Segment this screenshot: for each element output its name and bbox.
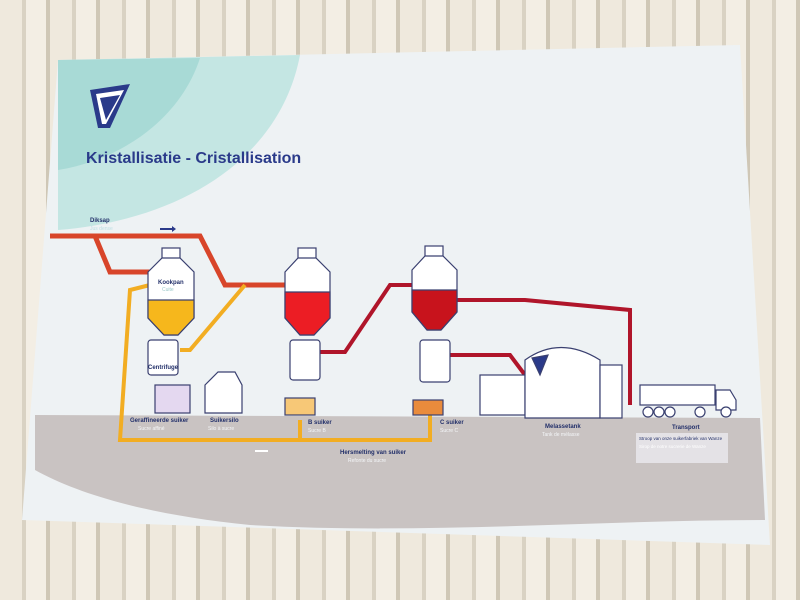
label-diksap-fr: Jus dense — [90, 226, 113, 232]
label-hersmelting: Hersmelting van suiker — [340, 450, 407, 456]
melt-pipes — [117, 283, 432, 442]
label-c-suiker-fr: Sucre C — [440, 428, 459, 434]
melassetank — [479, 346, 623, 419]
label-c-suiker: C suiker — [440, 420, 464, 426]
label-transport: Transport — [672, 425, 700, 431]
kookpan-vessel — [147, 247, 195, 376]
label-hersmelting-fr: Refonte du sucre — [348, 458, 387, 464]
page-title: Kristallisatie - Cristallisation — [86, 150, 302, 167]
logo-icon — [90, 84, 130, 128]
label-geraffineerde: Geraffineerde suiker — [130, 418, 189, 424]
label-diksap: Diksap — [90, 218, 110, 224]
label-suikersilo-fr: Silo à sucre — [208, 426, 235, 432]
label-centrifuge: Centrifuge — [148, 365, 178, 371]
label-melassetank: Melassetank — [545, 424, 581, 430]
transport-info-nl: Stroop van onze suikerfabriek van Wanze — [639, 436, 723, 441]
ground — [35, 415, 765, 529]
label-b-suiker-fr: Sucre B — [308, 428, 326, 434]
syrup-pipes — [50, 233, 290, 288]
label-b-suiker: B suiker — [308, 420, 332, 426]
label-melassetank-fr: Tank de mélasse — [542, 432, 580, 438]
label-suikersilo: Suikersilo — [210, 418, 239, 424]
silo — [154, 371, 243, 414]
label-geraffineerde-fr: Sucre affiné — [138, 426, 165, 432]
c-vessel — [411, 245, 458, 416]
truck-icon — [639, 384, 737, 418]
b-vessel — [284, 247, 331, 416]
transport-info-fr: Sirop de notre sucrerie de Wanze — [639, 444, 706, 449]
label-kookpan-fr: Cuite — [162, 287, 174, 293]
transport-info-box: Stroop van onze suikerfabriek van Wanze … — [636, 433, 728, 463]
label-kookpan: Kookpan — [158, 280, 184, 286]
